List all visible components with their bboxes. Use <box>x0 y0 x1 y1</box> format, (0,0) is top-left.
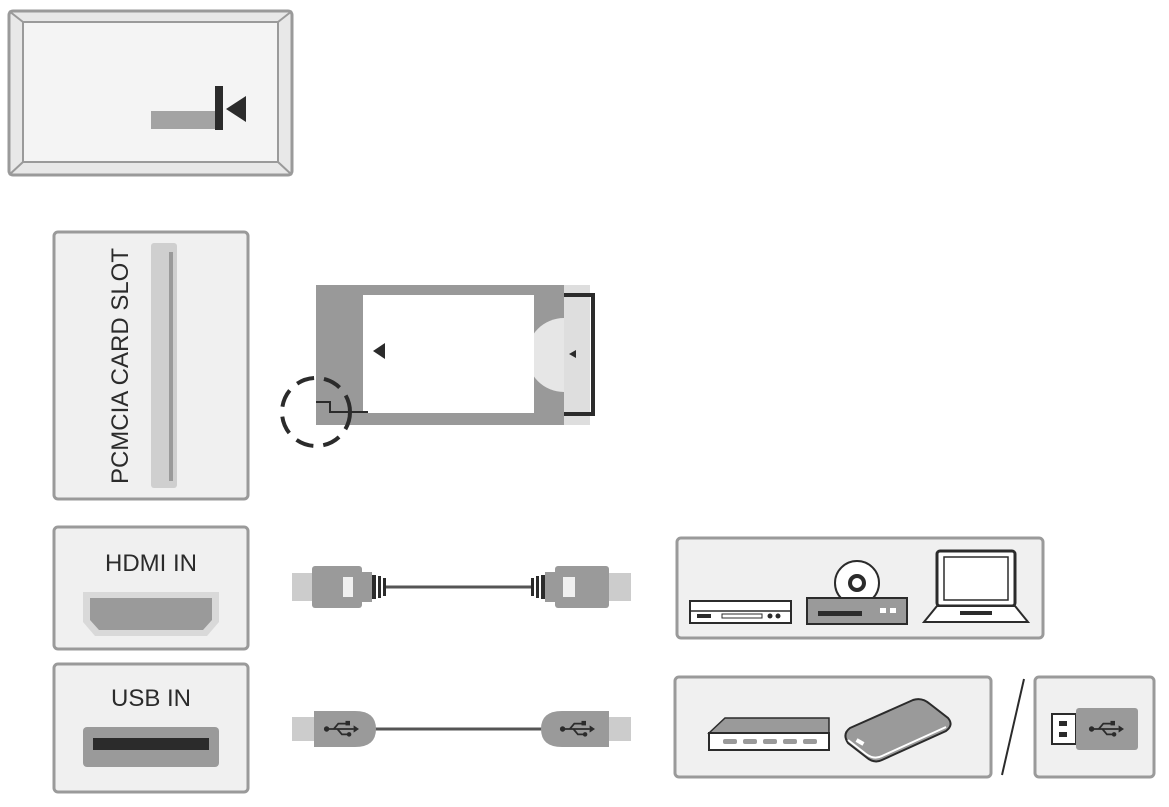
usb-devices-panel <box>673 675 993 779</box>
usb-flash-drive-icon <box>1051 708 1138 750</box>
laptop-icon <box>921 549 1031 623</box>
blu-ray-player-icon <box>806 560 908 625</box>
usb-flash-drive-panel <box>1033 675 1156 779</box>
hdmi-devices-panel <box>675 536 1045 640</box>
pcmcia-label: PCMCIA CARD SLOT <box>107 248 134 484</box>
hdmi-cable-icon <box>292 566 631 608</box>
divider-slash <box>1001 678 1025 776</box>
tv-back-panel-icon <box>7 9 294 177</box>
pcmcia-slot-panel: PCMCIA CARD SLOT <box>52 230 250 501</box>
external-hard-drive-icon <box>844 698 952 763</box>
hdmi-port-panel: HDMI IN <box>52 525 250 651</box>
usb-port-panel: USB IN <box>52 662 250 794</box>
usb-hub-icon <box>707 717 830 751</box>
usb-cable-icon <box>292 711 631 747</box>
hdmi-label: HDMI IN <box>105 550 197 577</box>
usb-label: USB IN <box>111 685 191 712</box>
ci-module-card-icon <box>280 285 595 448</box>
dvd-player-icon <box>689 600 792 624</box>
